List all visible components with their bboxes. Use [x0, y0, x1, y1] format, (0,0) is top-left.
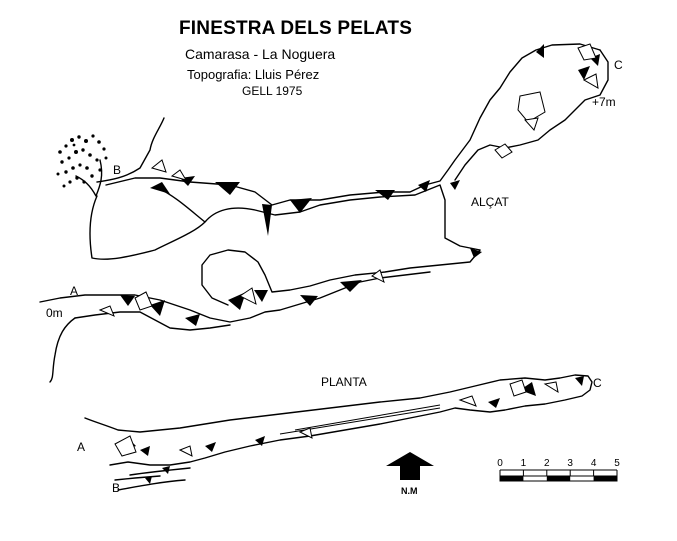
datum-label: 0m	[46, 306, 63, 320]
plan-label-c: C	[593, 376, 602, 390]
scale-tick-label: 4	[591, 458, 597, 469]
scale-tick-label: 5	[614, 458, 620, 469]
scale-tick-label: 1	[521, 458, 527, 469]
tree-icon	[56, 134, 108, 197]
plan-label-a: A	[77, 440, 86, 454]
scale-tick-label: 0	[497, 458, 503, 469]
survey-credit: Topografia: Lluis Pérez	[187, 67, 320, 82]
scale-segment	[546, 476, 571, 481]
scale-bar: 0 1 2 3 4 5	[497, 458, 620, 482]
profile-section-label: ALÇAT	[471, 195, 509, 209]
profile-section	[39, 43, 609, 383]
scale-segment	[593, 476, 617, 481]
location-subtitle: Camarasa - La Noguera	[185, 46, 336, 62]
club-year: GELL 1975	[242, 84, 303, 98]
plan-section-label: PLANTA	[321, 375, 367, 389]
scale-tick-label: 2	[544, 458, 550, 469]
north-arrow-icon	[386, 452, 434, 480]
profile-label-c: C	[614, 58, 623, 72]
profile-label-b: B	[113, 163, 122, 177]
scale-segment	[500, 476, 524, 481]
scale-tick-label: 3	[567, 458, 573, 469]
north-arrow-label: N.M	[401, 486, 418, 496]
height-label-c: +7m	[592, 95, 616, 109]
plan-section	[84, 374, 593, 491]
profile-label-a: A	[70, 284, 79, 298]
map-title: FINESTRA DELS PELATS	[179, 18, 413, 39]
plan-label-b: B	[112, 481, 121, 495]
